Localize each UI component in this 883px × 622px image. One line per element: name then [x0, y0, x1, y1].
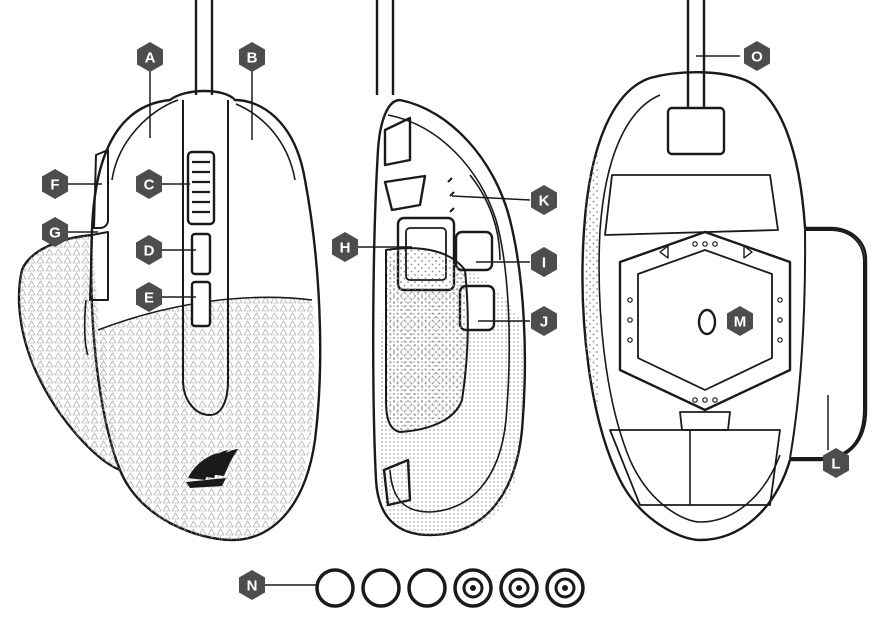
svg-text:B: B: [247, 50, 258, 67]
svg-text:K: K: [539, 193, 550, 210]
svg-text:N: N: [247, 578, 258, 595]
callout-badge-g: G: [42, 217, 68, 247]
top-cable: [194, 0, 214, 95]
svg-text:G: G: [49, 225, 61, 242]
bottom-glide-pad: [609, 429, 781, 506]
side-led-strip: [447, 177, 455, 213]
side-thumb-rest: [385, 247, 469, 433]
svg-text:J: J: [540, 314, 548, 331]
dpi-up-button: [190, 232, 212, 276]
callout-badge-d: D: [136, 235, 162, 265]
callout-badge-c: C: [136, 169, 162, 199]
svg-text:H: H: [340, 240, 351, 257]
mouse-top-view: [17, 0, 322, 542]
weight-plain: [361, 568, 401, 608]
bottom-body-outline: [581, 71, 868, 542]
side-button-back: [89, 231, 109, 301]
weight-plain: [315, 568, 355, 608]
weight-set: [315, 568, 585, 608]
svg-text:D: D: [144, 243, 155, 260]
callout-badge-b: B: [239, 42, 265, 72]
callout-badge-j: J: [531, 306, 557, 336]
bottom-triangle-right: [743, 245, 753, 259]
sensor-hexagon-outer: [618, 230, 792, 412]
weight-plain: [407, 568, 447, 608]
svg-text:M: M: [734, 314, 747, 331]
sensor-hexagon-inner: [637, 249, 773, 391]
top-glide-pad: [604, 174, 779, 236]
callout-badge-i: I: [531, 247, 557, 277]
thumb-button-i: [454, 230, 494, 272]
leader-lines: [68, 55, 829, 586]
side-vent-2: [383, 174, 427, 212]
side-vent-3: [382, 458, 412, 507]
side-cable: [375, 0, 395, 95]
callout-badge-m: M: [727, 306, 753, 336]
weight-ringed: [545, 568, 585, 608]
callout-badge-o: O: [744, 41, 770, 71]
optical-sensor: [697, 308, 717, 336]
svg-text:I: I: [542, 255, 546, 272]
bottom-triangle-left: [659, 245, 669, 259]
mouse-side-view: [372, 0, 527, 537]
callout-badge-h: H: [332, 232, 358, 262]
bottom-side-texture: [583, 150, 600, 410]
mouse-bottom-view: [581, 0, 868, 542]
callout-badge-k: K: [531, 185, 557, 215]
svg-text:A: A: [145, 50, 156, 67]
top-left-button-edge: [182, 100, 229, 416]
callout-badge-e: E: [136, 282, 162, 312]
svg-text:L: L: [831, 456, 840, 473]
weight-ringed: [499, 568, 539, 608]
top-palm-texture: [98, 297, 316, 540]
cable-slot: [666, 106, 726, 156]
svg-text:F: F: [50, 177, 59, 194]
bottom-wing: [789, 229, 865, 459]
side-button-forward: [93, 149, 109, 229]
callout-badge-a: A: [137, 42, 163, 72]
svg-text:E: E: [144, 290, 154, 307]
svg-text:C: C: [144, 177, 155, 194]
weight-ringed: [453, 568, 493, 608]
callout-badge-f: F: [42, 169, 68, 199]
scroll-wheel: [186, 150, 216, 226]
svg-text:O: O: [751, 49, 763, 66]
callout-badge-l: L: [823, 448, 849, 478]
side-vent-1: [383, 116, 412, 167]
dpi-down-button: [190, 280, 212, 328]
bottom-cable: [686, 0, 706, 110]
weight-door-tab: [679, 411, 731, 431]
sensor-dot-ring: [627, 241, 783, 403]
callout-badge-n: N: [239, 570, 265, 600]
callout-badges: A B C D E F G H: [42, 41, 849, 600]
corsair-sails-icon: [186, 449, 238, 488]
